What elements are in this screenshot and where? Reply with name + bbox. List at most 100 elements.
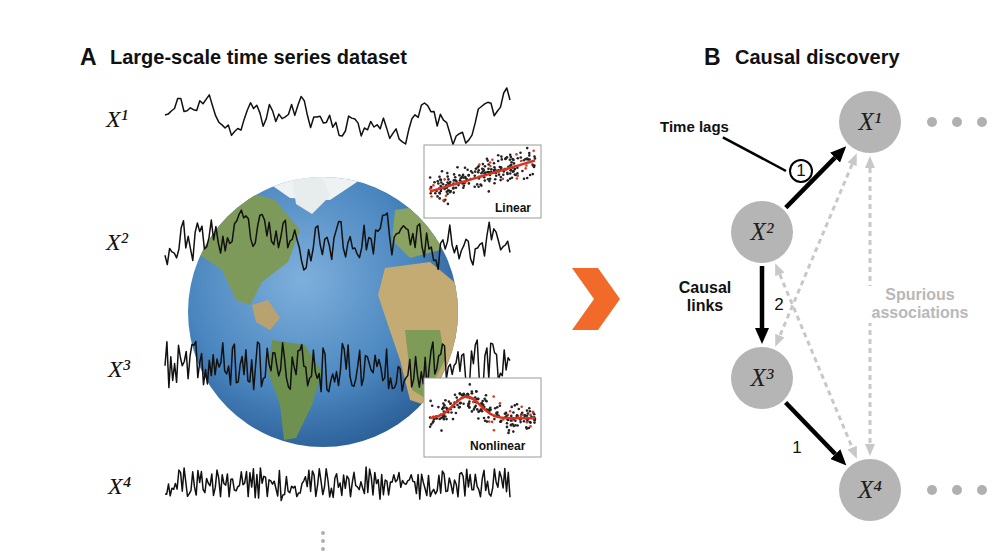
scatter-point [494,407,497,410]
scatter-point [494,178,497,181]
scatter-point [445,418,448,421]
scatter-point [470,170,473,173]
leader-line [723,137,786,171]
scatter-point [523,177,526,180]
scatter-point [473,408,476,411]
scatter-point [474,405,477,408]
scatter-point [496,411,499,414]
scatter-point [504,412,507,415]
scatter-point [512,411,515,414]
scatter-point [450,402,453,405]
scatter-point [500,155,503,158]
variable-node: X³ [731,347,793,409]
scatter-point [459,392,462,395]
scatter-point [523,420,526,423]
scatter-point [443,418,446,421]
dot [927,117,937,127]
node-text: X¹ [859,108,882,136]
scatter-point [499,402,502,405]
scatter-point [517,415,520,418]
scatter-point [468,400,471,403]
scatter-point [437,406,440,409]
scatter-point [466,393,469,396]
scatter-point [454,176,457,179]
node-text: X⁴ [858,476,882,504]
scatter-point [511,158,514,161]
panel-title: Causal discovery [735,46,900,69]
scatter-point [516,414,519,417]
scatter-point [491,421,494,424]
dot [977,117,987,127]
scatter-point [513,162,516,165]
scatter-point [458,406,461,409]
scatter-point [493,166,496,169]
node-text: X³ [751,364,774,392]
dot [927,485,937,495]
variable-node: X² [731,201,793,263]
scatter-point [509,169,512,172]
scatter-point [506,422,509,425]
scatter-point [475,390,478,393]
scatter-point [519,151,522,154]
scatter-point [520,156,523,159]
inset-label: Linear [495,202,531,216]
continuation-dots [321,117,987,551]
scatter-point [442,199,445,202]
scatter-point [495,174,498,177]
scatter-point [517,157,520,160]
scatter-point [516,177,519,180]
series-line [165,210,510,270]
scatter-point [459,402,462,405]
scatter-point [528,407,531,410]
scatter-point [488,180,491,183]
scatter-point [508,429,511,432]
scatter-point [477,186,480,189]
scatter-point [477,171,480,174]
scatter-point [521,170,524,173]
scatter-point [533,413,536,416]
variable-node: X⁴ [839,459,901,521]
scatter-point [471,410,474,413]
scatter-point [502,174,505,177]
scatter-point [469,383,472,386]
scatter-point [528,152,531,155]
scatter-point [510,415,513,418]
scatter-point [442,402,445,405]
scatter-point [500,167,503,170]
scatter-point [487,163,490,166]
continent [292,176,330,214]
node-text: X² [751,218,774,246]
scatter-point [514,168,517,171]
scatter-point [526,177,529,180]
scatter-point [439,178,442,181]
scatter-point [430,195,433,198]
scatter-point [444,399,447,402]
scatter-point [489,177,492,180]
series-line [165,88,510,145]
scatter-point [471,392,474,395]
continent [252,300,280,330]
scatter-point [439,192,442,195]
dot [977,485,987,495]
causal-link [760,266,765,328]
scatter-point [445,191,448,194]
scatter-point [434,192,437,195]
scatter-point [481,410,484,413]
scatter-point [483,169,486,172]
scatter-point [464,176,467,179]
scatter-point [455,396,458,399]
scatter-point [483,169,486,172]
scatter-point [478,163,481,166]
panel-letter: B [704,44,721,70]
fit-curve [430,161,535,192]
scatter-point [463,184,466,187]
scatter-point [454,394,457,397]
scatter-point [501,158,504,161]
scatter-point [441,170,444,173]
scatter-point [458,174,461,177]
scatter-point [440,179,443,182]
scatter-point [526,409,529,412]
scatter-point [502,178,505,181]
series-name: X⁴ [108,473,131,501]
